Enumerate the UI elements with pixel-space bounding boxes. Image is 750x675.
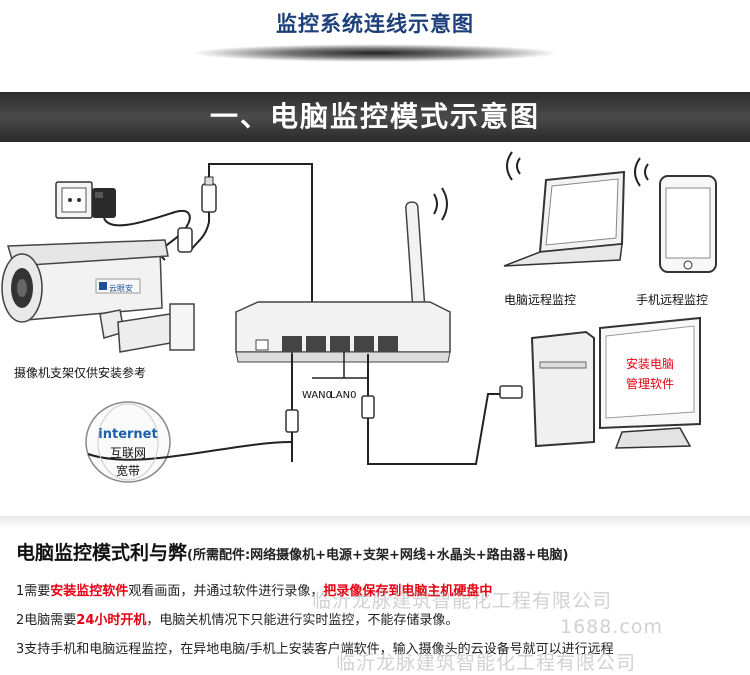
- watermark-line1: 临沂龙脉建筑智能化工程有限公司: [312, 586, 612, 613]
- rj45-pc-connector-icon: [500, 386, 522, 398]
- bullet-camera-icon: [2, 240, 168, 322]
- monitor-text-line2: 管理软件: [626, 376, 674, 391]
- section-title: 一、电脑监控模式示意图: [0, 92, 750, 142]
- watermark-line2: 1688.com: [560, 616, 663, 638]
- camera-brand-label: 云眼安: [109, 283, 133, 293]
- section-divider: [0, 516, 750, 528]
- rj45-lan-connector-icon: [362, 396, 374, 418]
- internet-label: internet: [98, 427, 157, 442]
- internet-cn-label: 互联网: [110, 446, 146, 460]
- title-underline: [190, 44, 560, 62]
- phone-remote-label: 手机远程监控: [636, 291, 708, 308]
- dc-connector-icon: [202, 177, 216, 212]
- power-adapter-icon: [92, 188, 116, 218]
- rj45-camera-connector-icon: [178, 228, 192, 252]
- pc-remote-label: 电脑远程监控: [504, 291, 576, 308]
- wireless-router-icon: [236, 188, 450, 362]
- laptop-icon: [504, 152, 624, 266]
- wan-port-label: WAN0: [302, 390, 332, 401]
- wall-socket-icon: [56, 182, 92, 218]
- pros-cons-subtitle: (所需配件:网络摄像机+电源+支架+网线+水晶头+路由器+电脑): [187, 548, 568, 563]
- pros-cons-heading: 电脑监控模式利与弊: [16, 542, 187, 564]
- monitor-text-line1: 安装电脑: [626, 356, 674, 371]
- watermark-line3: 临沂龙脉建筑智能化工程有限公司: [336, 648, 636, 675]
- connection-diagram: 云眼安 WAN0 LAN0 internet 互联网 宽带: [0, 142, 750, 516]
- camera-bracket-note: 摄像机支架仅供安装参考: [14, 364, 146, 381]
- page-title: 监控系统连线示意图: [0, 8, 750, 38]
- camera-bracket-icon: [100, 304, 194, 352]
- rj45-wan-connector-icon: [286, 410, 298, 432]
- pros-cons-title: 电脑监控模式利与弊(所需配件:网络摄像机+电源+支架+网线+水晶头+路由器+电脑…: [16, 538, 568, 565]
- phone-icon: [635, 158, 716, 272]
- lan-port-label: LAN0: [330, 390, 356, 401]
- broadband-label: 宽带: [116, 463, 140, 478]
- desktop-pc-icon: [532, 332, 594, 446]
